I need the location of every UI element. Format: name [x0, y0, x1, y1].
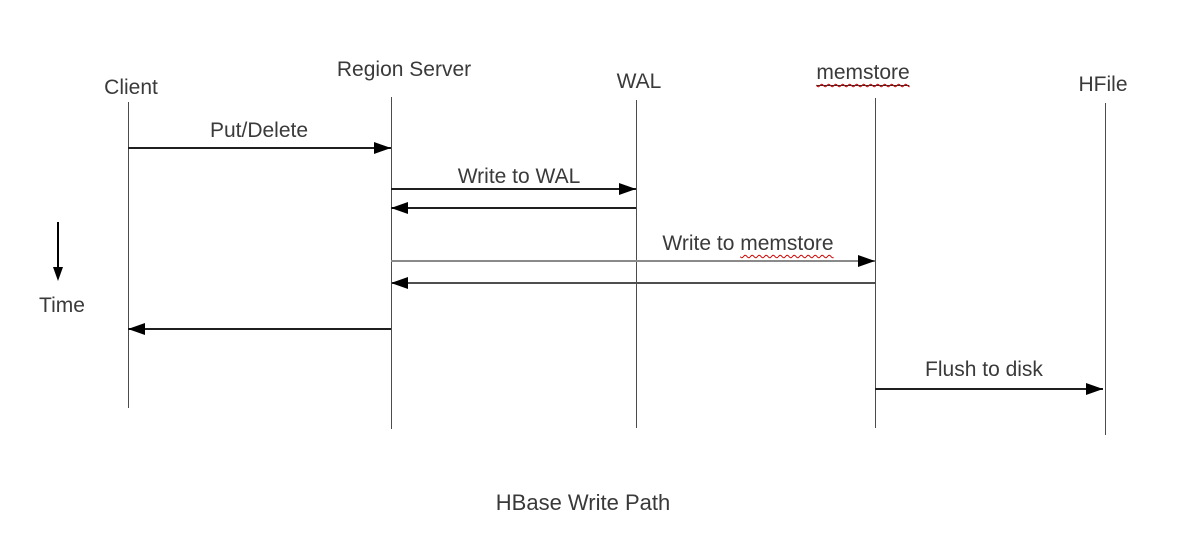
arrowhead-left-icon	[391, 201, 408, 214]
lifeline-label-hfile: HFile	[1078, 73, 1128, 96]
message-label-put-delete: Put/Delete	[209, 119, 309, 142]
time-axis-line	[57, 222, 59, 268]
memstore-misspelled-text: memstore	[740, 232, 834, 255]
diagram-title: HBase Write Path	[495, 490, 671, 515]
time-axis-arrowhead-down-icon	[53, 267, 63, 281]
message-label-write-to-wal: Write to WAL	[457, 165, 581, 188]
arrowhead-left-icon	[128, 322, 145, 335]
lifeline-label-wal: WAL	[616, 70, 662, 93]
lifeline-label-memstore: memstore	[816, 61, 910, 86]
memstore-underline: memstore	[816, 61, 910, 86]
lifeline-wal	[635, 100, 637, 428]
message-arrow-write-to-memstore	[391, 254, 875, 267]
arrowhead-right-icon	[619, 182, 636, 195]
lifeline-memstore	[874, 98, 876, 428]
message-label-flush-to-disk: Flush to disk	[925, 358, 1043, 381]
lifeline-client	[127, 102, 129, 408]
message-arrow-wal-return	[391, 201, 636, 214]
arrowhead-right-icon	[374, 141, 391, 154]
arrowhead-right-icon	[858, 254, 875, 267]
message-arrow-client-return	[128, 322, 391, 335]
arrowhead-left-icon	[391, 276, 408, 289]
arrowhead-right-icon	[1086, 382, 1103, 395]
lifeline-label-region-server: Region Server	[336, 58, 472, 81]
lifeline-hfile	[1104, 103, 1106, 435]
label-prefix: Write to	[662, 232, 741, 255]
memstore-misspelled-text: memstore	[816, 61, 910, 84]
time-axis-label: Time	[39, 294, 85, 317]
message-arrow-write-to-wal	[391, 182, 636, 195]
message-arrow-put-delete	[128, 141, 391, 154]
message-arrow-flush-to-disk	[875, 382, 1103, 395]
message-label-write-to-memstore: Write to memstore	[662, 232, 834, 255]
lifeline-label-client: Client	[104, 76, 158, 99]
message-arrow-memstore-return	[391, 276, 875, 289]
lifeline-region-server	[390, 97, 392, 429]
